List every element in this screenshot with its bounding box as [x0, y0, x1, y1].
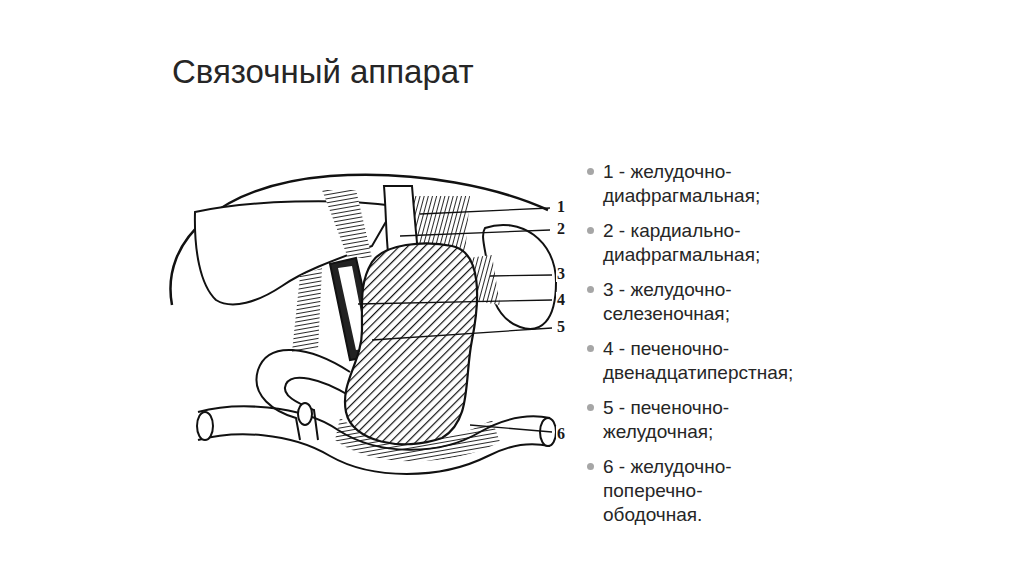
colon-end [197, 412, 213, 440]
ligament [322, 190, 372, 258]
callout-number: 5 [556, 319, 566, 335]
legend-item: 3 - желудочно-селезеночная; [603, 278, 828, 326]
ligament [292, 268, 322, 352]
list-bullet [587, 168, 594, 175]
duct [298, 403, 312, 425]
callout-number: 1 [556, 199, 566, 215]
legend-item: 5 - печеночно-желудочная; [603, 396, 828, 444]
list-bullet [587, 345, 594, 352]
esophagus [384, 186, 418, 252]
callout-number: 6 [556, 426, 566, 442]
legend-item: 6 - желудочно-поперечно-ободочная. [603, 455, 768, 527]
list-bullet [587, 227, 594, 234]
list-bullet [587, 463, 594, 470]
list-bullet [587, 404, 594, 411]
duodenum [285, 378, 350, 440]
callout-number: 2 [556, 221, 566, 237]
leader-lines [358, 208, 552, 432]
legend-item: 4 - печеночно-двенадцатиперстная; [603, 337, 828, 385]
callout-number: 4 [556, 292, 566, 308]
callout-number: 3 [556, 266, 566, 282]
legend-item: 2 - кардиально-диафрагмальная; [603, 219, 828, 267]
legend-item: 1 - желудочно-диафрагмальная; [603, 160, 828, 208]
list-bullet [587, 286, 594, 293]
duodenum [256, 350, 350, 440]
stomach [345, 243, 477, 444]
slide-title: Связочный аппарат [172, 52, 474, 92]
